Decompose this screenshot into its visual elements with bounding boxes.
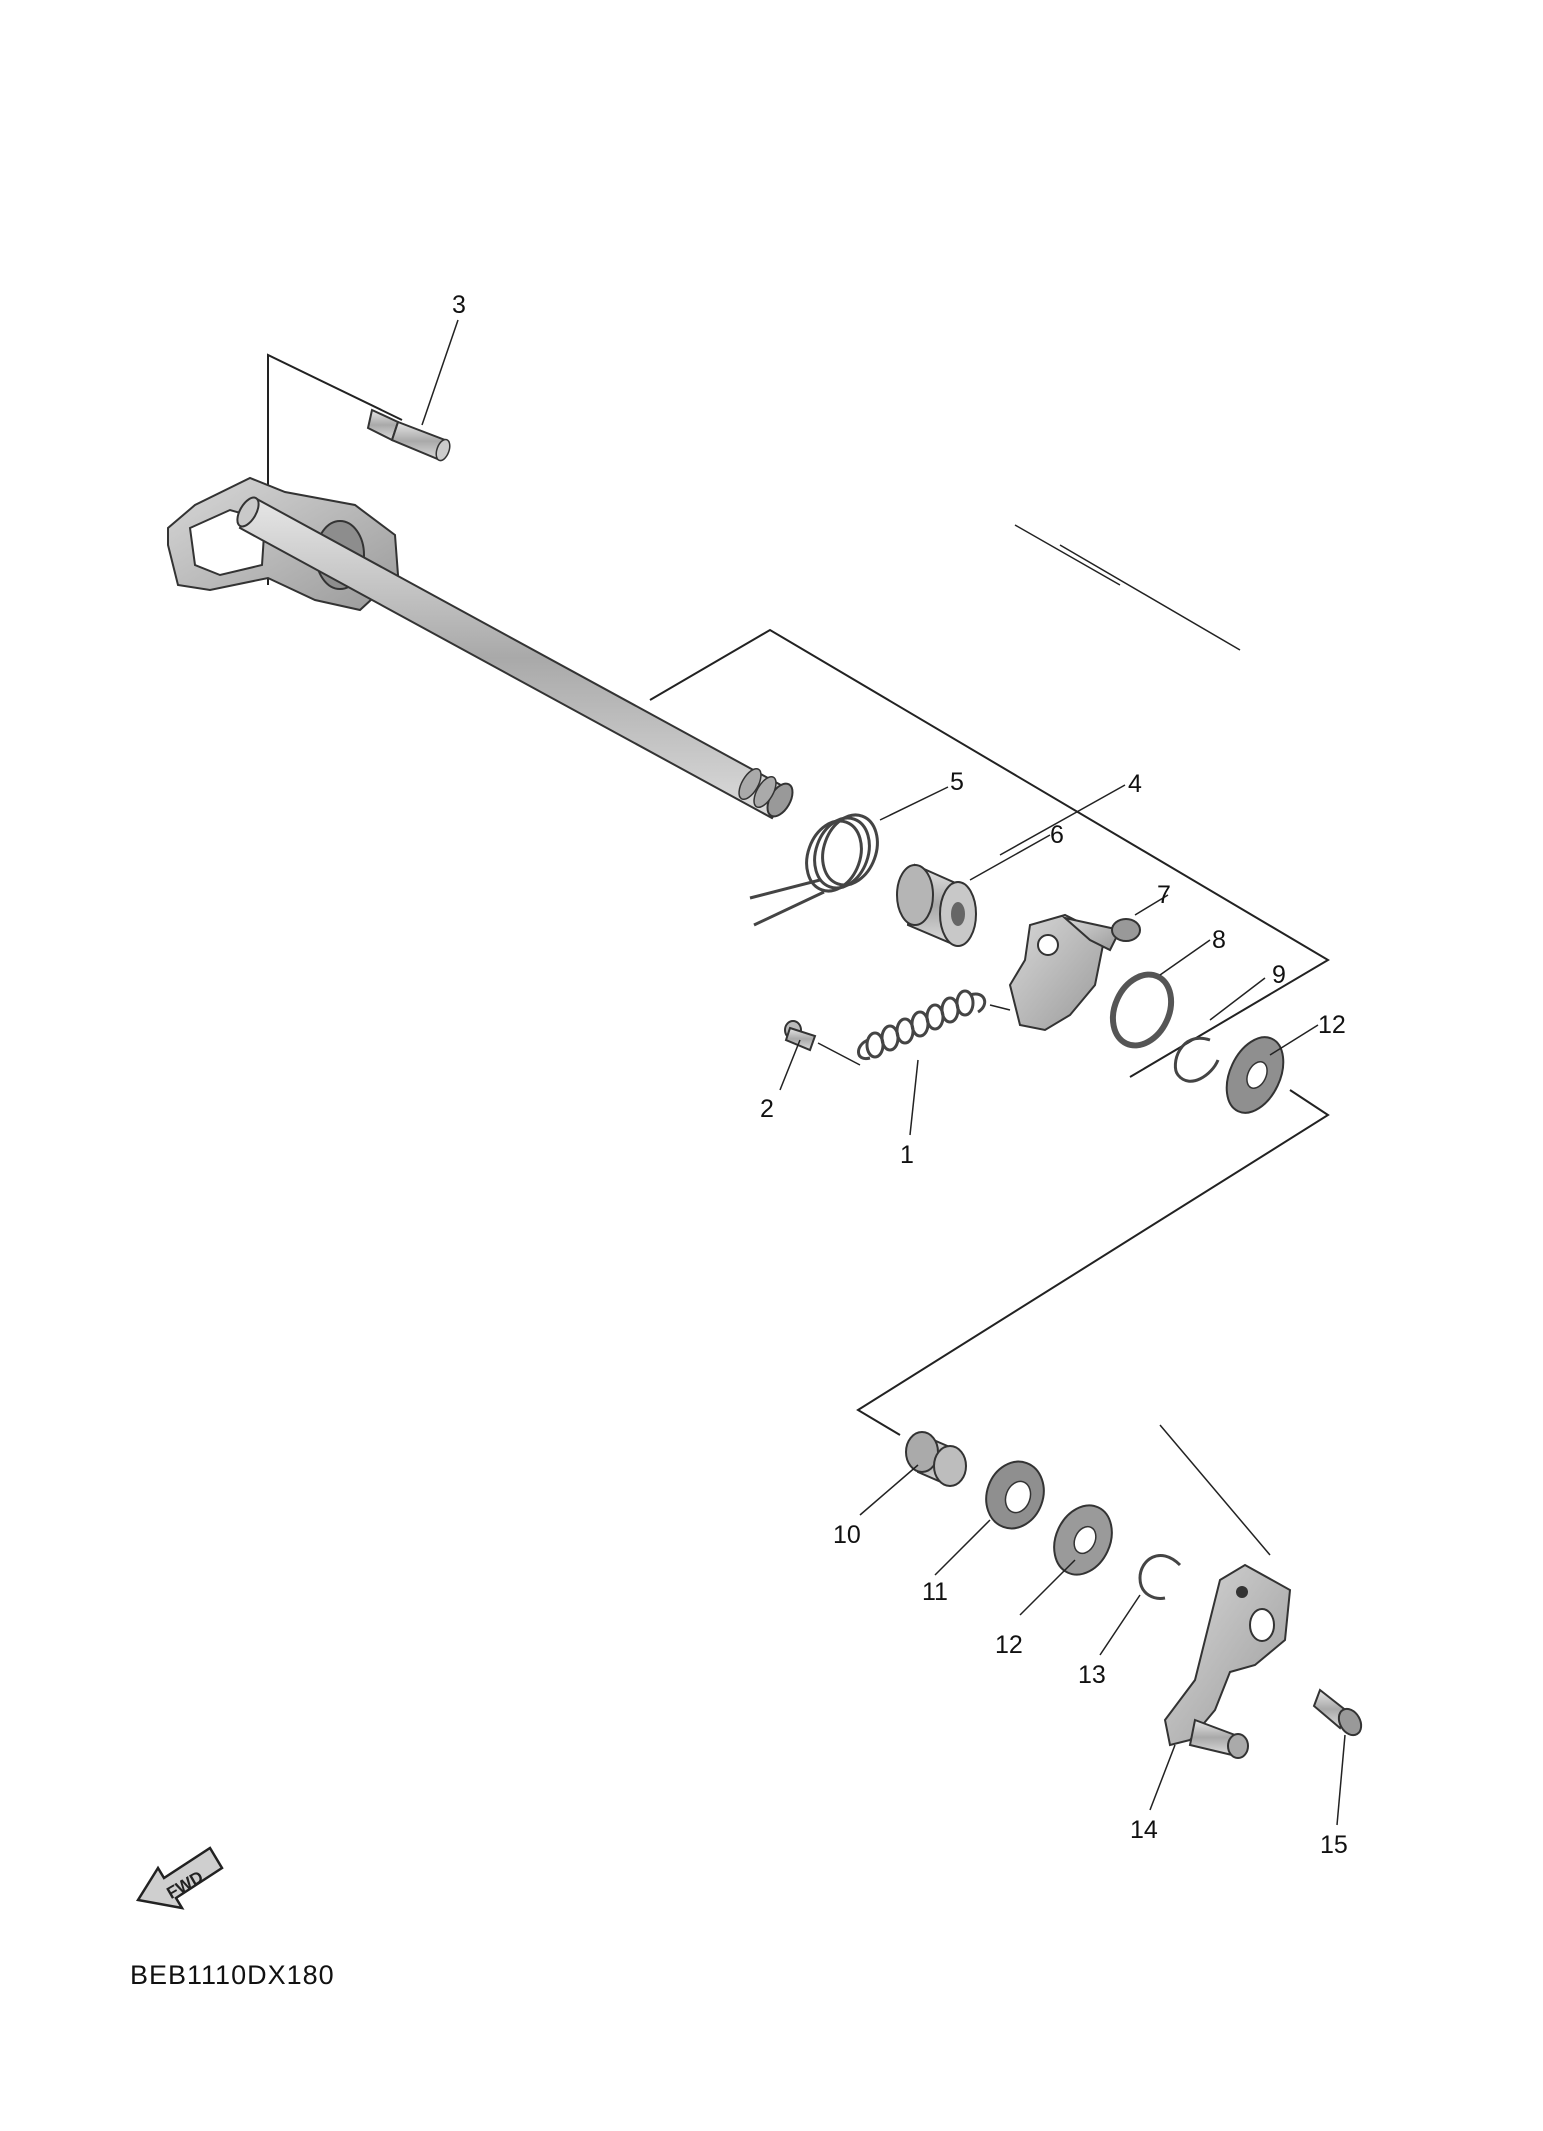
- part-7-arm: [1008, 913, 1141, 1032]
- callout-11: 11: [922, 1578, 948, 1606]
- callout-2: 2: [760, 1095, 774, 1123]
- callout-7: 7: [1157, 881, 1171, 909]
- part-12-washer-lower: [1053, 1504, 1113, 1576]
- part-13-circlip: [1138, 1553, 1182, 1600]
- part-5-spring: [749, 813, 879, 927]
- callout-4: 4: [1128, 770, 1142, 798]
- shift-shaft-assembly: [167, 476, 794, 820]
- callout-12-lower: 12: [995, 1631, 1023, 1659]
- part-8-ring: [1109, 971, 1175, 1049]
- part-15-bolt: [1312, 1688, 1363, 1737]
- callout-3: 3: [452, 291, 466, 319]
- callout-9: 9: [1272, 961, 1286, 989]
- fwd-arrow-icon: FWD: [135, 1846, 224, 1910]
- callout-13: 13: [1078, 1661, 1106, 1689]
- part-10-bushing: [905, 1431, 967, 1487]
- callout-15: 15: [1320, 1831, 1348, 1859]
- part-14-lever: [1163, 1563, 1292, 1759]
- callout-5: 5: [950, 768, 964, 796]
- part-2-pin: [784, 1020, 817, 1052]
- part-9-circlip: [1173, 1036, 1220, 1083]
- assembly-lines: [267, 353, 1330, 1556]
- callout-labels: 3 5 4 6 7 8 9 12 2 1 10 11 12 13 14 15: [452, 291, 1348, 1859]
- callout-8: 8: [1212, 926, 1226, 954]
- diagram-code: BEB1110DX180: [130, 1960, 335, 1990]
- part-6-collar: [896, 863, 977, 947]
- callout-10: 10: [833, 1521, 861, 1549]
- part-3-pin: [366, 408, 451, 462]
- callout-6: 6: [1050, 821, 1064, 849]
- part-1-spring: [857, 989, 987, 1061]
- leader-lines: [421, 319, 1346, 1826]
- callout-1: 1: [900, 1141, 914, 1169]
- part-11-bearing: [985, 1460, 1045, 1530]
- callout-12-upper: 12: [1318, 1011, 1346, 1039]
- callout-14: 14: [1130, 1816, 1158, 1844]
- part-12-washer-upper: [1225, 1036, 1285, 1114]
